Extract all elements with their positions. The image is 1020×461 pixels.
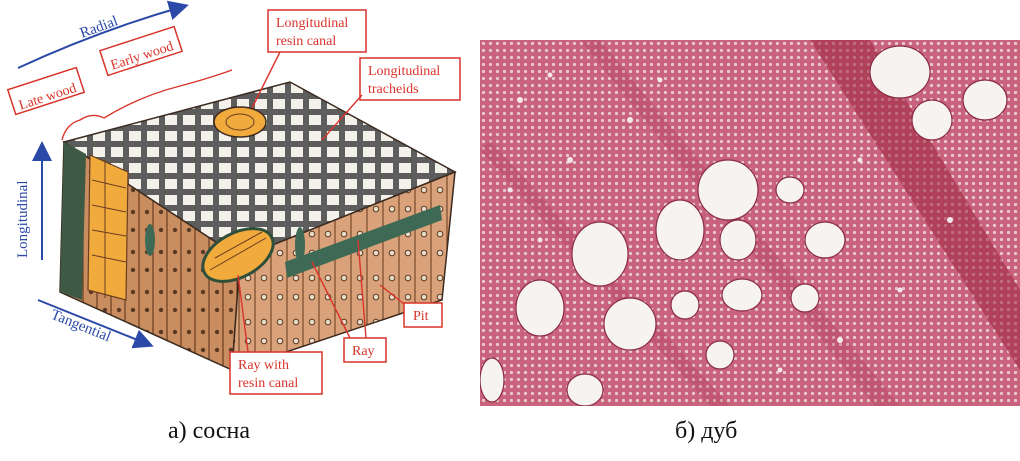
oak-micrograph-svg	[480, 40, 1020, 406]
svg-text:Ray: Ray	[352, 344, 375, 359]
pine-diagram-svg: Radial Longitudinal Tangential Late wood…	[0, 0, 470, 400]
pine-diagram: Radial Longitudinal Tangential Late wood…	[0, 0, 470, 400]
longitudinal-tracheids-label: Longitudinal tracheids	[360, 58, 460, 100]
radial-axis-label: Radial	[78, 13, 120, 41]
longitudinal-resin-canal-label: Longitudinal resin canal	[268, 10, 366, 52]
svg-text:Ray with: Ray with	[238, 358, 289, 373]
late-wood-label: Late wood	[8, 68, 85, 115]
svg-text:Longitudinal: Longitudinal	[368, 64, 440, 79]
svg-text:tracheids: tracheids	[368, 82, 419, 97]
late-wood-band	[60, 142, 86, 300]
svg-text:Pit: Pit	[413, 309, 429, 324]
svg-text:Longitudinal: Longitudinal	[276, 16, 348, 31]
caption-pine: а) сосна	[168, 418, 250, 445]
longitudinal-axis-label: Longitudinal	[15, 181, 31, 259]
resin-canal-top	[214, 107, 266, 137]
oak-micrograph	[480, 40, 1020, 406]
early-wood-label: Early wood	[100, 27, 182, 76]
ray-with-resin-canal-label: Ray with resin canal	[230, 352, 322, 394]
svg-text:resin canal: resin canal	[276, 34, 336, 49]
caption-oak: б) дуб	[675, 418, 737, 445]
ray-label: Ray	[344, 338, 386, 362]
tangential-axis-label: Tangential	[49, 307, 113, 345]
svg-text:resin canal: resin canal	[238, 376, 298, 391]
pit-label: Pit	[404, 303, 442, 327]
longitudinal-resin-canal-section	[88, 155, 128, 300]
